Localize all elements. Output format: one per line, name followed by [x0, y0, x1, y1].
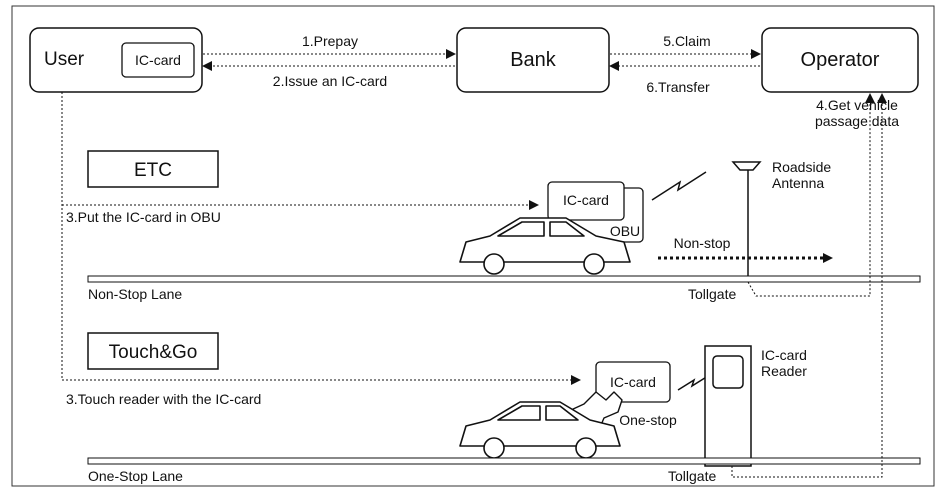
etc-title: ETC	[134, 160, 172, 181]
get-data-label-1: 4.Get vehicle	[816, 97, 898, 113]
user-label: User	[44, 49, 85, 70]
operator-label: Operator	[801, 49, 880, 71]
obu-label: OBU	[610, 223, 640, 239]
touchgo-wireless-icon	[678, 376, 708, 390]
bank-box: Bank	[457, 28, 609, 92]
prepay-label: 1.Prepay	[302, 33, 358, 49]
touchgo-ic-card-label: IC-card	[610, 374, 656, 390]
ic-card-reader-icon	[705, 346, 751, 466]
operator-box: Operator	[762, 28, 918, 92]
transfer-label: 6.Transfer	[646, 79, 710, 95]
etc-ic-card-label: IC-card	[563, 192, 609, 208]
user-ic-card-label: IC-card	[135, 52, 181, 68]
touchgo-tollgate-label: Tollgate	[668, 468, 716, 484]
nonstop-lane	[88, 276, 920, 282]
nonstop-lane-label: Non-Stop Lane	[88, 286, 182, 302]
onestop-lane	[88, 458, 920, 464]
reader-label-2: Reader	[761, 363, 807, 379]
user-box: User IC-card	[30, 28, 202, 92]
antenna-label-1: Roadside	[772, 159, 831, 175]
put-card-label: 3.Put the IC-card in OBU	[66, 209, 221, 225]
reader-label-1: IC-card	[761, 347, 807, 363]
issue-label: 2.Issue an IC-card	[273, 73, 387, 89]
touchgo-title: Touch&Go	[109, 342, 198, 363]
etc-tollgate-label: Tollgate	[688, 286, 736, 302]
get-data-label-2: passage data	[815, 113, 899, 129]
nonstop-label: Non-stop	[674, 235, 731, 251]
etc-title-box: ETC	[88, 151, 218, 187]
touch-reader-label: 3.Touch reader with the IC-card	[66, 391, 261, 407]
etc-wireless-icon	[652, 172, 706, 200]
roadside-antenna-icon	[733, 162, 760, 277]
claim-label: 5.Claim	[663, 33, 710, 49]
touchgo-data-path	[732, 94, 882, 477]
touchgo-title-box: Touch&Go	[88, 333, 218, 369]
onestop-lane-label: One-Stop Lane	[88, 468, 183, 484]
antenna-label-2: Antenna	[772, 175, 824, 191]
onestop-label: One-stop	[619, 412, 677, 428]
bank-label: Bank	[510, 49, 557, 71]
